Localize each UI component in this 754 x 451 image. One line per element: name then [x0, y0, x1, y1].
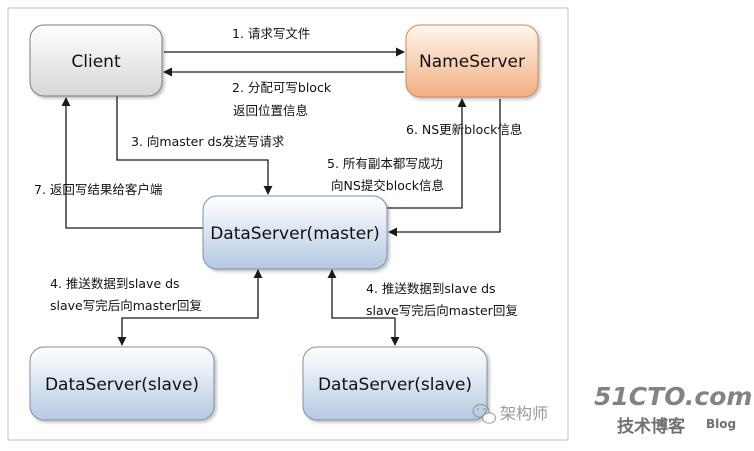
label-step3: 3. 向master ds发送写请求	[131, 134, 285, 149]
label-step4-left-line2: slave写完后向master回复	[50, 298, 202, 313]
wechat-watermark: 架构师	[472, 403, 548, 424]
client-label: Client	[71, 52, 121, 72]
site-logo: 51CTO.com	[594, 382, 752, 411]
site-watermark: 51CTO.com 技术博客 Blog	[594, 382, 752, 437]
edge-return-result	[61, 97, 203, 229]
label-step1: 1. 请求写文件	[232, 26, 310, 41]
edge-commit-block	[387, 98, 467, 209]
edge-labels: 1. 请求写文件 2. 分配可写block 返回位置信息 3. 向master …	[34, 26, 522, 318]
node-dataserver-slave-right: DataServer(slave)	[302, 346, 488, 421]
label-step2-line2: 返回位置信息	[233, 103, 308, 118]
node-client: Client	[29, 24, 163, 97]
label-step4-left-line1: 4. 推送数据到slave ds	[50, 276, 180, 291]
site-sub: 技术博客	[617, 416, 686, 437]
label-step7: 7. 返回写结果给客户端	[34, 182, 162, 197]
edge-ns-update	[388, 99, 501, 237]
label-step5-line2: 向NS提交block信息	[331, 178, 444, 193]
edge-send-write	[116, 96, 273, 195]
connectors	[61, 47, 501, 346]
diagram-border	[7, 7, 569, 441]
site-blog: Blog	[706, 417, 736, 431]
dataserver-slave-right-label: DataServer(slave)	[318, 375, 472, 395]
nameserver-label: NameServer	[419, 52, 525, 72]
wechat-label: 架构师	[500, 404, 548, 423]
label-step5-line1: 5. 所有副本都写成功	[327, 156, 443, 171]
dataserver-master-label: DataServer(master)	[210, 224, 380, 244]
edge-push-right	[327, 269, 400, 346]
wechat-icon	[472, 403, 497, 424]
label-step2-line1: 2. 分配可写block	[232, 80, 332, 95]
node-nameserver: NameServer	[405, 24, 539, 98]
node-dataserver-master: DataServer(master)	[202, 195, 388, 270]
edge-push-left	[117, 269, 263, 346]
dataserver-slave-left-label: DataServer(slave)	[45, 375, 199, 395]
label-step4-right-line1: 4. 推送数据到slave ds	[366, 281, 496, 296]
label-step4-right-line2: slave写完后向master回复	[366, 303, 518, 318]
node-dataserver-slave-left: DataServer(slave)	[29, 346, 215, 421]
label-step6: 6. NS更新block信息	[406, 122, 522, 137]
